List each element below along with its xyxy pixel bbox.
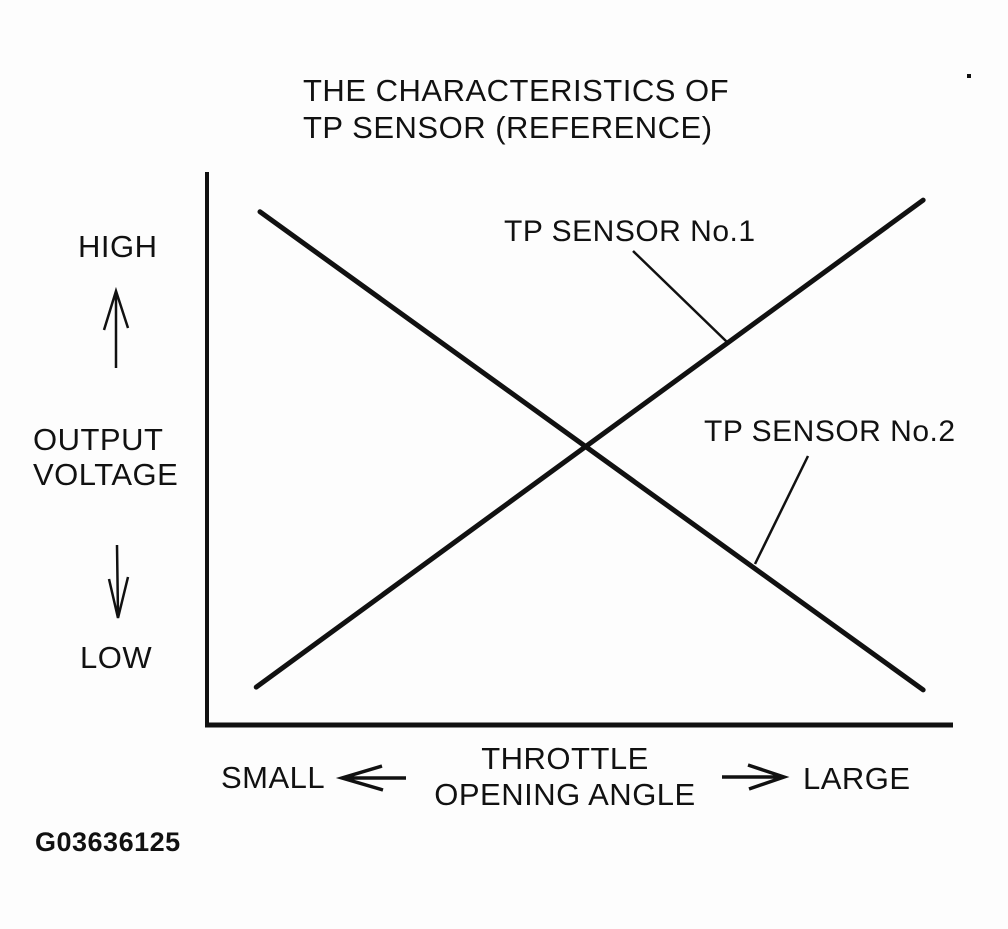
figure-title: THE CHARACTERISTICS OF TP SENSOR (REFERE… — [303, 72, 729, 146]
small-label: SMALL — [221, 760, 326, 795]
down-arrow-icon — [107, 544, 130, 619]
series-line-tp-sensor-2 — [257, 209, 926, 693]
throttle-label-line2: OPENING ANGLE — [434, 777, 696, 812]
up-arrow-icon — [102, 286, 130, 368]
throttle-label-line1: THROTTLE — [481, 741, 649, 776]
large-label: LARGE — [803, 761, 911, 796]
output-voltage-label: OUTPUT VOLTAGE — [33, 422, 178, 492]
right-arrow-icon — [722, 763, 790, 791]
figure-title-line2: TP SENSOR (REFERENCE) — [303, 110, 713, 145]
sensor1-label: TP SENSOR No.1 — [504, 215, 756, 248]
throttle-opening-angle-label: THROTTLE OPENING ANGLE — [415, 741, 715, 813]
figure-title-line1: THE CHARACTERISTICS OF — [303, 73, 730, 108]
output-voltage-line1: OUTPUT — [33, 422, 164, 457]
output-voltage-line2: VOLTAGE — [33, 457, 179, 492]
figure-code: G03636125 — [35, 827, 181, 857]
high-label: HIGH — [78, 229, 158, 264]
left-arrow-icon — [335, 764, 406, 792]
sensor2-label: TP SENSOR No.2 — [704, 415, 956, 448]
leader-line-sensor1 — [632, 250, 728, 343]
leader-line-sensor2 — [753, 455, 810, 565]
low-label: LOW — [80, 640, 153, 675]
series-line-tp-sensor-1 — [253, 197, 926, 690]
scan-speck — [967, 74, 971, 78]
